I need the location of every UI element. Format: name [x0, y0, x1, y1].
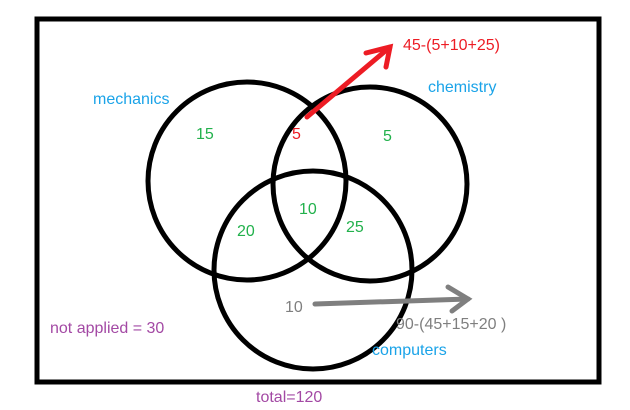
not-applied-label: not applied = 30 — [50, 320, 164, 337]
mechanics-circle — [145, 79, 349, 283]
region-mechanics-computers: 20 — [237, 223, 255, 240]
red-arrow-icon — [304, 43, 394, 120]
region-chemistry-only: 5 — [383, 128, 392, 145]
red-formula: 45-(5+10+25) — [403, 37, 500, 54]
region-computers-only: 10 — [285, 299, 303, 316]
chemistry-label: chemistry — [428, 79, 496, 96]
region-mechanics-chemistry: 5 — [292, 126, 301, 143]
universal-set-border — [34, 16, 602, 385]
gray-formula: 90-(45+15+20 ) — [396, 316, 506, 333]
computers-label: computers — [372, 342, 447, 359]
gray-arrow-icon — [312, 284, 473, 314]
computers-circle — [211, 168, 415, 372]
mechanics-label: mechanics — [93, 91, 169, 108]
region-all-three: 10 — [299, 201, 317, 218]
region-mechanics-only: 15 — [196, 126, 214, 143]
region-chemistry-computers: 25 — [346, 219, 364, 236]
chemistry-circle — [270, 84, 470, 284]
total-label: total=120 — [256, 389, 322, 406]
